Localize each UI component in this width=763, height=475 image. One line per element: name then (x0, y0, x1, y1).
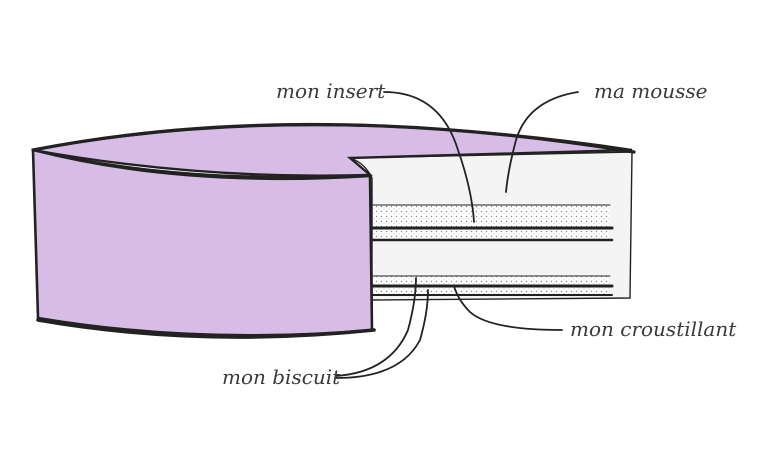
leader-line-mousse (505, 91, 579, 193)
leader-line-croustillant (453, 285, 563, 331)
insert-layer (373, 205, 609, 227)
leader-line-insert (383, 91, 475, 223)
label-mousse: ma mousse (594, 79, 708, 103)
biscuit-layer (373, 288, 609, 295)
leader-line-biscuit-2 (335, 289, 429, 379)
leader-line-biscuit-1 (335, 277, 417, 377)
label-croustillant: mon croustillant (570, 317, 737, 341)
label-biscuit: mon biscuit (222, 365, 341, 389)
label-insert: mon insert (276, 79, 386, 103)
croustillant-layer (373, 276, 609, 285)
insert-sub-layer (373, 231, 609, 240)
